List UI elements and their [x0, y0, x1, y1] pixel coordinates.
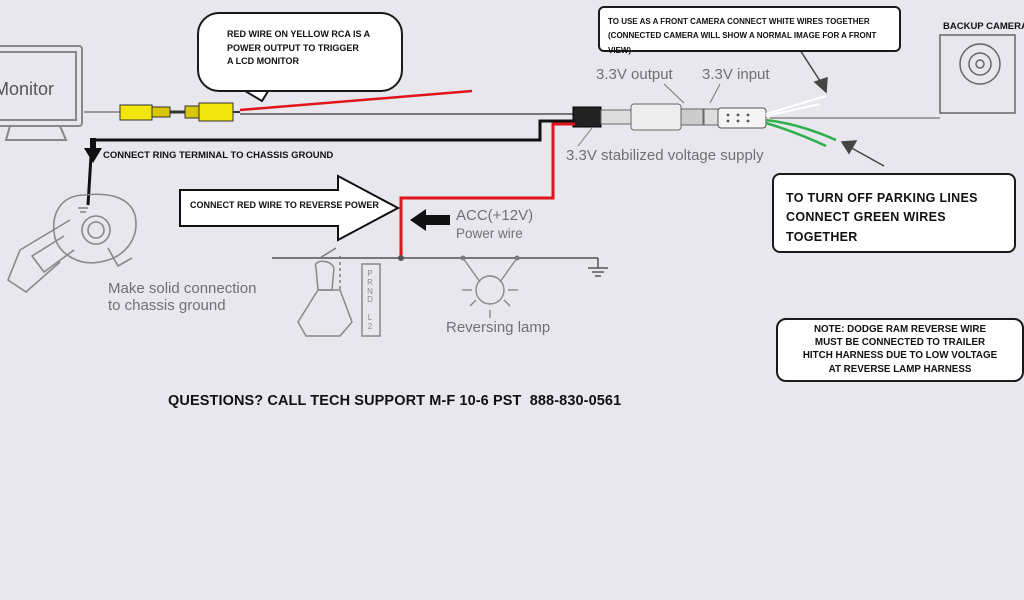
reverse-power-arrow-icon — [179, 174, 401, 242]
red-trigger-wire — [239, 89, 473, 112]
callout-line: TO TURN OFF PARKING LINES — [786, 191, 978, 205]
shifter-positions: P R N D L 2 — [366, 269, 374, 332]
shifter-letter: D — [367, 295, 373, 305]
callout-line: POWER OUTPUT TO TRIGGER — [227, 42, 359, 53]
voltage-pointers — [577, 83, 721, 147]
solid-connection-label: Make solid connection — [108, 280, 257, 297]
note-line: HITCH HARNESS DUE TO LOW VOLTAGE — [802, 350, 998, 362]
reverse-switch-icon — [319, 247, 341, 290]
shifter-letter: 2 — [367, 321, 373, 331]
note-line: MUST BE CONNECTED TO TRAILER — [814, 337, 986, 349]
stabilized-supply-label: 3.3V stabilized voltage supply — [566, 147, 764, 164]
note-line: (CONNECTED CAMERA WILL SHOW A NORMAL IMA… — [608, 31, 877, 55]
reversing-lamp-label: Reversing lamp — [446, 319, 551, 336]
power-wire-label: Power wire — [456, 226, 523, 241]
green-wires — [765, 118, 837, 148]
note-line: NOTE: DODGE RAM REVERSE WIRE — [813, 324, 986, 335]
shifter-letter: R — [367, 277, 373, 287]
black-ground-wire — [86, 119, 575, 206]
monitor-icon — [0, 45, 83, 141]
input-label: 3.3V input — [702, 66, 770, 83]
tech-support-line: QUESTIONS? CALL TECH SUPPORT M-F 10-6 PS… — [168, 393, 622, 409]
monitor-label: Monitor — [0, 79, 55, 99]
ring-terminal-label: CONNECT RING TERMINAL TO CHASSIS GROUND — [103, 150, 334, 161]
chassis-ground-icon — [7, 193, 137, 294]
output-label: 3.3V output — [596, 66, 673, 83]
front-camera-note: TO USE AS A FRONT CAMERA CONNECT WHITE W… — [598, 6, 901, 55]
chassis-ground-label: to chassis ground — [108, 297, 226, 314]
acc-arrow-icon — [410, 209, 450, 231]
dodge-ram-note: NOTE: DODGE RAM REVERSE WIRE MUST BE CON… — [776, 318, 1024, 382]
backup-camera-icon — [939, 34, 1016, 114]
note-line: TO USE AS A FRONT CAMERA CONNECT WHITE W… — [608, 17, 870, 26]
red-power-wire — [399, 122, 575, 258]
shifter-letter: P — [367, 269, 373, 278]
yellow-rca-connector — [84, 102, 240, 122]
callout-line: CONNECT GREEN WIRES TOGETHER — [786, 210, 946, 244]
callout-line: RED WIRE ON YELLOW RCA IS A — [227, 29, 371, 39]
red-wire-callout: RED WIRE ON YELLOW RCA IS A POWER OUTPUT… — [197, 12, 403, 92]
camera-connector — [703, 107, 767, 129]
gear-shifter-icon — [297, 260, 381, 337]
callout-line: A LCD MONITOR — [227, 56, 299, 66]
reversing-lamp-icon — [462, 257, 518, 318]
reverse-power-label: CONNECT RED WIRE TO REVERSE POWER — [190, 200, 379, 210]
callout-pointers — [799, 49, 885, 167]
ring-terminal-arrow-icon — [84, 138, 102, 163]
power-splitter — [572, 103, 704, 131]
acc-label: ACC(+12V) — [456, 207, 534, 224]
backup-camera-label: BACKUP CAMERA — [943, 21, 1024, 32]
white-wires — [765, 95, 827, 117]
shifter-letter: N — [367, 286, 373, 296]
note-line: AT REVERSE LAMP HARNESS — [828, 363, 972, 375]
ground-symbol-icon — [588, 258, 608, 277]
shifter-letter: L — [367, 313, 373, 323]
parking-lines-callout: TO TURN OFF PARKING LINES CONNECT GREEN … — [772, 173, 1016, 253]
